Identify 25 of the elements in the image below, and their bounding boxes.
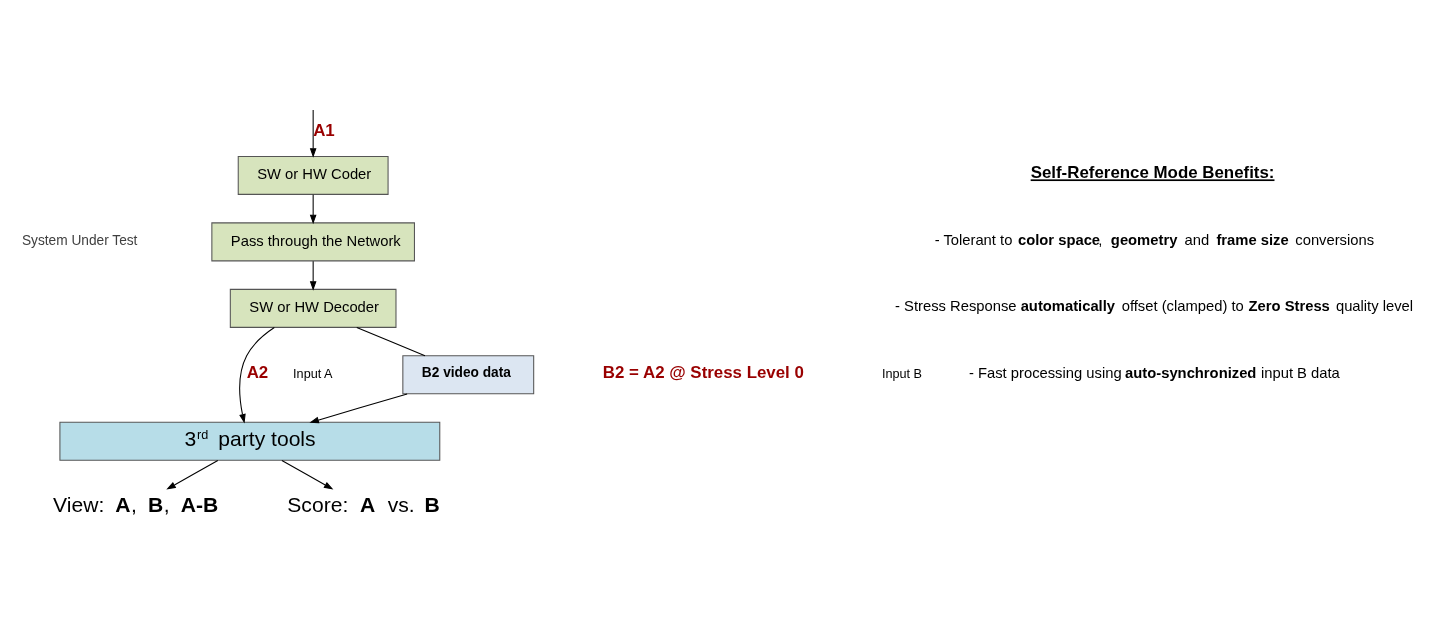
connector [356,327,426,357]
node-box: B2 video data [402,355,535,395]
arrow [239,327,275,424]
arrow [166,459,219,490]
node-box: SW or HW Decoder [229,288,397,328]
label: - Tolerant to color space, geometry and frame size conversions [934,231,1375,248]
node-box: 3$^{rd}$ party tools [59,421,441,461]
node-box: SW or HW Coder [237,155,389,195]
label: - Fast processing using auto-synchronized input B data [968,364,1340,381]
label: Self-Reference Mode Benefits: [1030,163,1275,183]
arrow [309,260,317,291]
node-text: Score: A vs. B [287,493,440,517]
arrow [309,109,317,158]
label: System Under Test [21,233,138,249]
label: Input B [881,367,923,382]
edge-label: A1 [313,121,335,141]
node-box: Pass through the Network [211,222,415,262]
arrow [309,393,408,424]
label: Input A [293,367,333,382]
label: - Stress Response automatically offset (clamped) to Zero Stress quality level [895,298,1414,315]
node-text: View: A, B, A-B [53,493,219,517]
label: B2 = A2 @ Stress Level 0 [602,362,804,382]
edge-label: A2 [246,362,269,382]
arrow [309,194,317,225]
arrow [281,459,334,490]
